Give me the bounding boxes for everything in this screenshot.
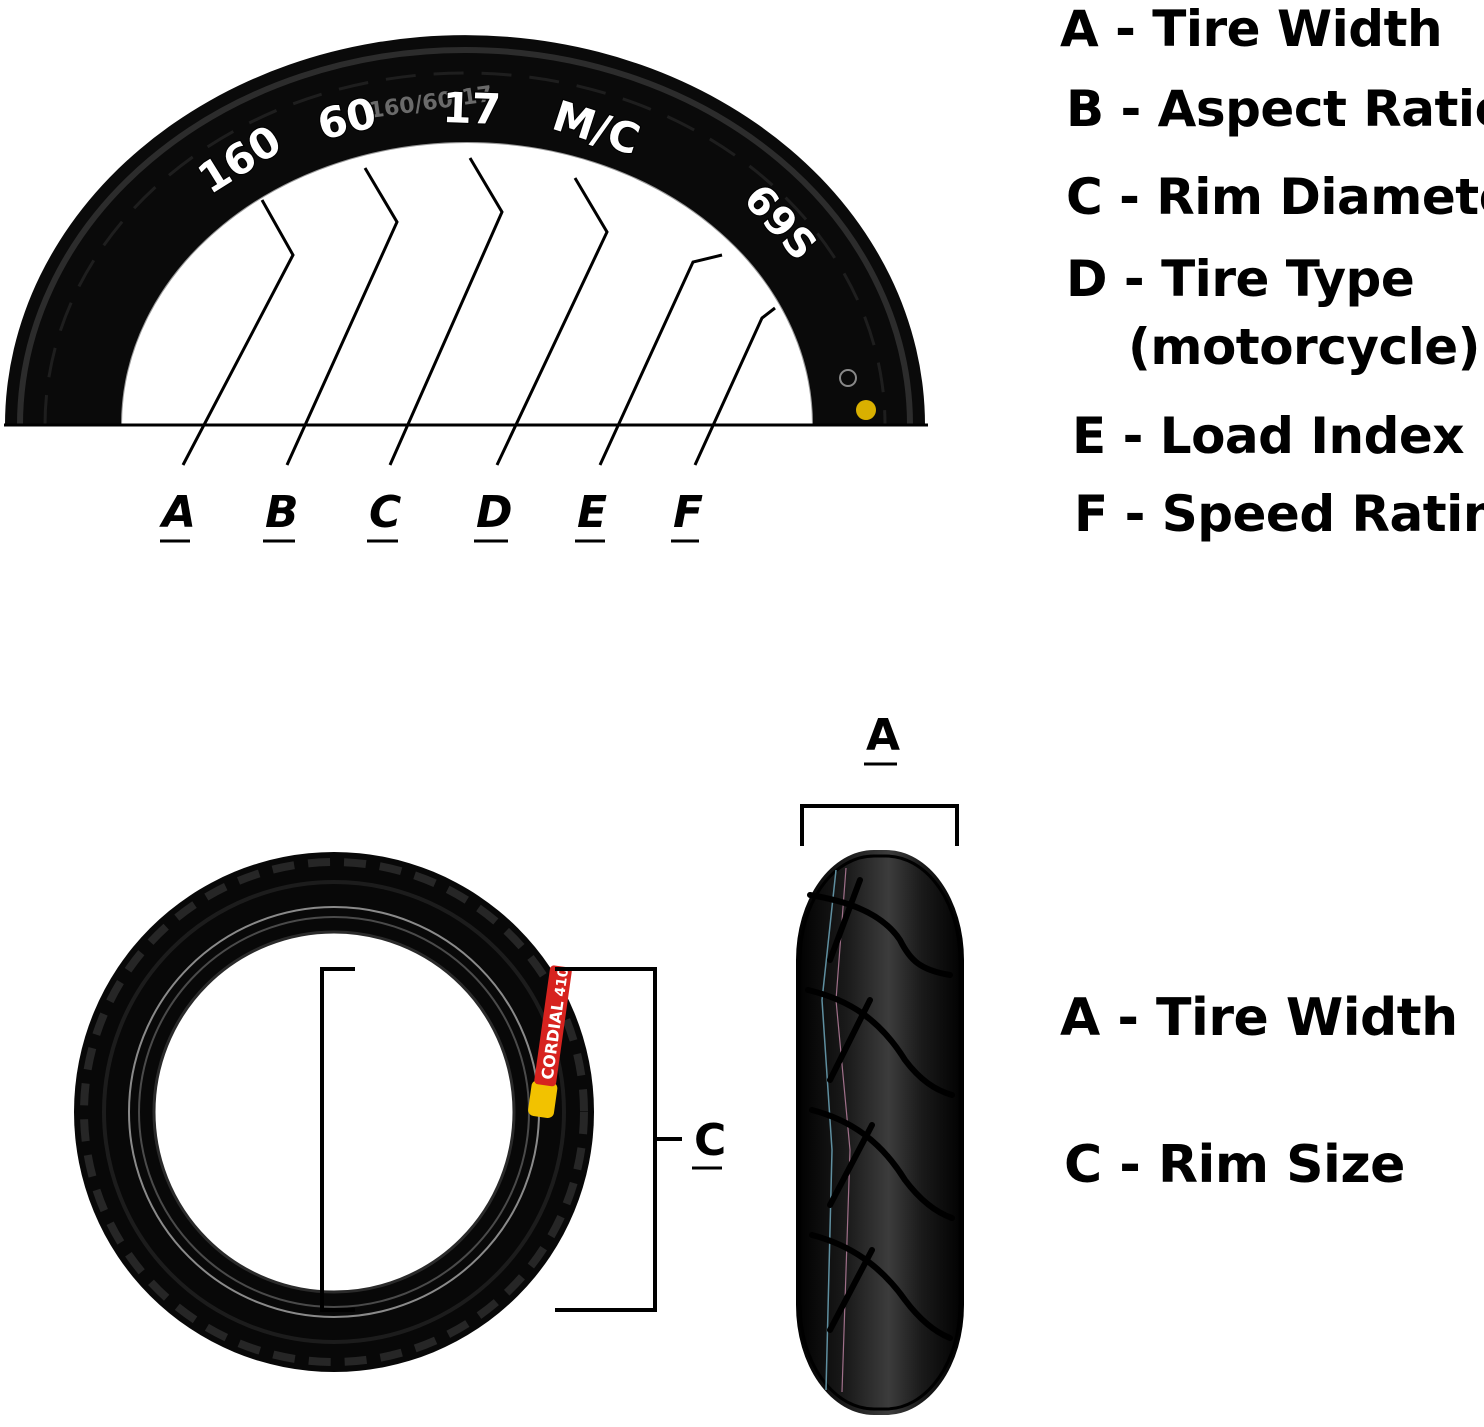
callout-letter-f: F <box>673 487 703 538</box>
legend-speed-rating: F - Speed Rating <box>1074 485 1484 543</box>
legend-rim-diameter: C - Rim Diameter <box>1066 168 1484 226</box>
legend-tire-type: D - Tire Type <box>1066 250 1414 308</box>
callout-letter-b: B <box>265 487 299 538</box>
legend-tire-type-detail: (motorcycle) <box>1128 318 1480 376</box>
callout-letter-c: C <box>369 487 401 538</box>
side-view-tire: CORDIAL 410 <box>74 852 594 1372</box>
legend-load-index: E - Load Index <box>1072 407 1464 465</box>
callout-letter-d: D <box>476 487 513 538</box>
legend-tire-width: A - Tire Width <box>1060 0 1442 58</box>
legend-bottom-rim-size: C - Rim Size <box>1064 1135 1405 1195</box>
front-view-tire: A <box>796 710 964 1415</box>
callout-letters: A B C D E F <box>159 487 703 541</box>
legend-aspect-ratio: B - Aspect Ratio <box>1066 80 1484 138</box>
callout-letter-e: E <box>577 487 607 538</box>
code-rim-diameter: 17 <box>442 83 502 134</box>
callout-letter-a: A <box>159 487 196 538</box>
side-view-letter-c: C <box>694 1115 726 1166</box>
legend-bottom-tire-width: A - Tire Width <box>1060 988 1458 1048</box>
front-view-letter-a: A <box>866 710 900 761</box>
